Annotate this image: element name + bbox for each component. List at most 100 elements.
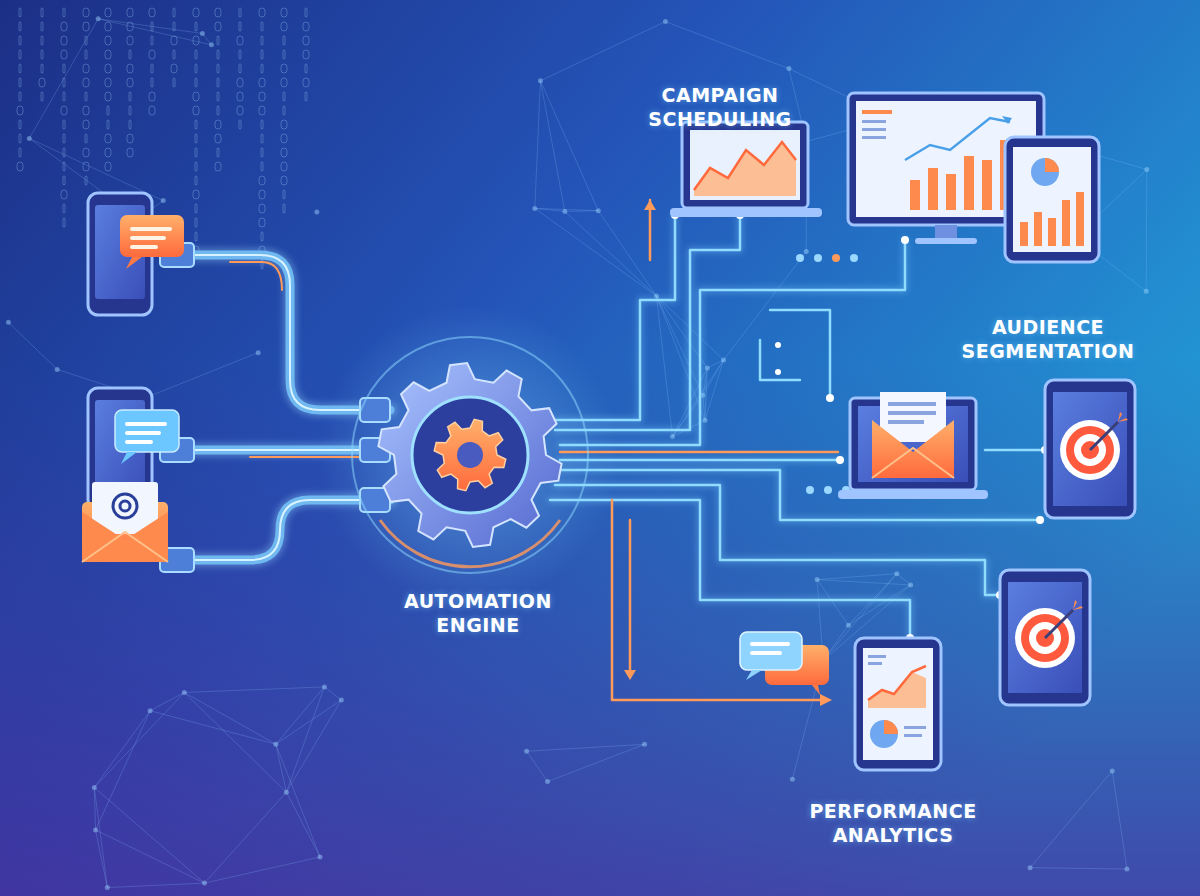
binary-mark	[85, 92, 87, 101]
binary-mark	[193, 8, 199, 17]
binary-mark	[217, 92, 219, 101]
binary-mark	[61, 190, 67, 199]
mesh-line	[817, 574, 897, 580]
mesh-line	[1030, 771, 1112, 868]
mesh-line	[535, 81, 541, 209]
binary-mark	[237, 92, 243, 101]
binary-mark	[237, 36, 243, 45]
automation-gear	[352, 337, 588, 573]
binary-mark	[195, 232, 197, 241]
section-label: AUTOMATION ENGINE	[378, 590, 578, 638]
tablet-pie	[1005, 137, 1099, 262]
tablet-target-lower	[1000, 570, 1090, 705]
binary-mark	[127, 148, 133, 157]
binary-mark	[105, 8, 111, 17]
binary-mark	[237, 78, 243, 87]
mesh-line	[703, 395, 705, 420]
binary-mark	[261, 134, 263, 143]
binary-mark	[129, 106, 131, 115]
binary-mark	[127, 36, 133, 45]
mesh-dot	[804, 249, 809, 254]
binary-mark	[259, 78, 265, 87]
binary-mark	[239, 120, 241, 129]
mesh-line	[8, 322, 57, 369]
binary-mark	[83, 64, 89, 73]
binary-mark	[215, 8, 221, 17]
binary-mark	[85, 134, 87, 143]
mesh-line	[548, 744, 645, 781]
binary-mark	[63, 148, 65, 157]
binary-mark	[261, 50, 263, 59]
binary-mark	[151, 78, 153, 87]
mesh-dot	[161, 198, 166, 203]
binary-mark	[173, 50, 175, 59]
binary-mark	[303, 78, 309, 87]
binary-mark	[151, 64, 153, 73]
mesh-line	[96, 711, 151, 830]
binary-mark	[281, 78, 287, 87]
mesh-line	[94, 711, 150, 788]
binary-mark	[105, 134, 111, 143]
binary-mark	[83, 78, 89, 87]
mesh-line	[107, 883, 204, 887]
mesh-line	[150, 692, 184, 710]
mesh-dot	[1144, 167, 1149, 172]
binary-mark	[151, 22, 153, 31]
binary-mark	[217, 64, 219, 73]
binary-mark	[283, 106, 285, 115]
mesh-line	[204, 857, 320, 883]
binary-mark	[217, 148, 219, 157]
binary-mark	[127, 78, 133, 87]
tablet-target-upper	[1045, 380, 1135, 518]
binary-mark	[149, 106, 155, 115]
binary-mark	[41, 50, 43, 59]
binary-mark	[259, 218, 265, 227]
binary-mark	[63, 8, 65, 17]
mesh-dot	[92, 785, 97, 790]
mesh-line	[276, 700, 342, 744]
mesh-line	[98, 19, 211, 45]
binary-mark	[129, 50, 131, 59]
mesh-dot	[284, 790, 289, 795]
mesh-dot	[96, 16, 101, 21]
mesh-line	[324, 687, 341, 700]
binary-mark	[63, 92, 65, 101]
mesh-line	[1146, 169, 1148, 291]
mesh-line	[705, 360, 724, 420]
binary-mark	[193, 190, 199, 199]
binary-mark	[303, 50, 309, 59]
mesh-line	[184, 692, 275, 744]
mesh-dot	[670, 434, 675, 439]
binary-mark	[129, 92, 131, 101]
binary-rain	[17, 8, 309, 269]
mesh-line	[96, 830, 108, 888]
mesh-dot	[93, 827, 98, 832]
mesh-dot	[538, 78, 543, 83]
binary-mark	[171, 64, 177, 73]
binary-mark	[217, 36, 219, 45]
mesh-line	[724, 252, 807, 360]
binary-mark	[195, 120, 197, 129]
binary-mark	[85, 36, 87, 45]
gear-center	[457, 442, 483, 468]
binary-mark	[195, 134, 197, 143]
mesh-dot	[1110, 768, 1115, 773]
mesh-line	[286, 792, 320, 857]
mesh-dot	[908, 582, 913, 587]
binary-mark	[41, 8, 43, 17]
binary-mark	[17, 162, 23, 171]
mesh-dot	[314, 210, 319, 215]
binary-mark	[63, 162, 65, 171]
chat-bubbles	[740, 632, 829, 695]
mesh-dot	[209, 42, 214, 47]
binary-mark	[105, 78, 111, 87]
binary-mark	[83, 106, 89, 115]
mesh-dot	[532, 206, 537, 211]
binary-mark	[193, 92, 199, 101]
mesh-line	[565, 210, 598, 212]
mesh-dot	[790, 777, 795, 782]
mesh-line	[1112, 771, 1127, 869]
mesh-line	[145, 353, 258, 398]
binary-mark	[129, 120, 131, 129]
